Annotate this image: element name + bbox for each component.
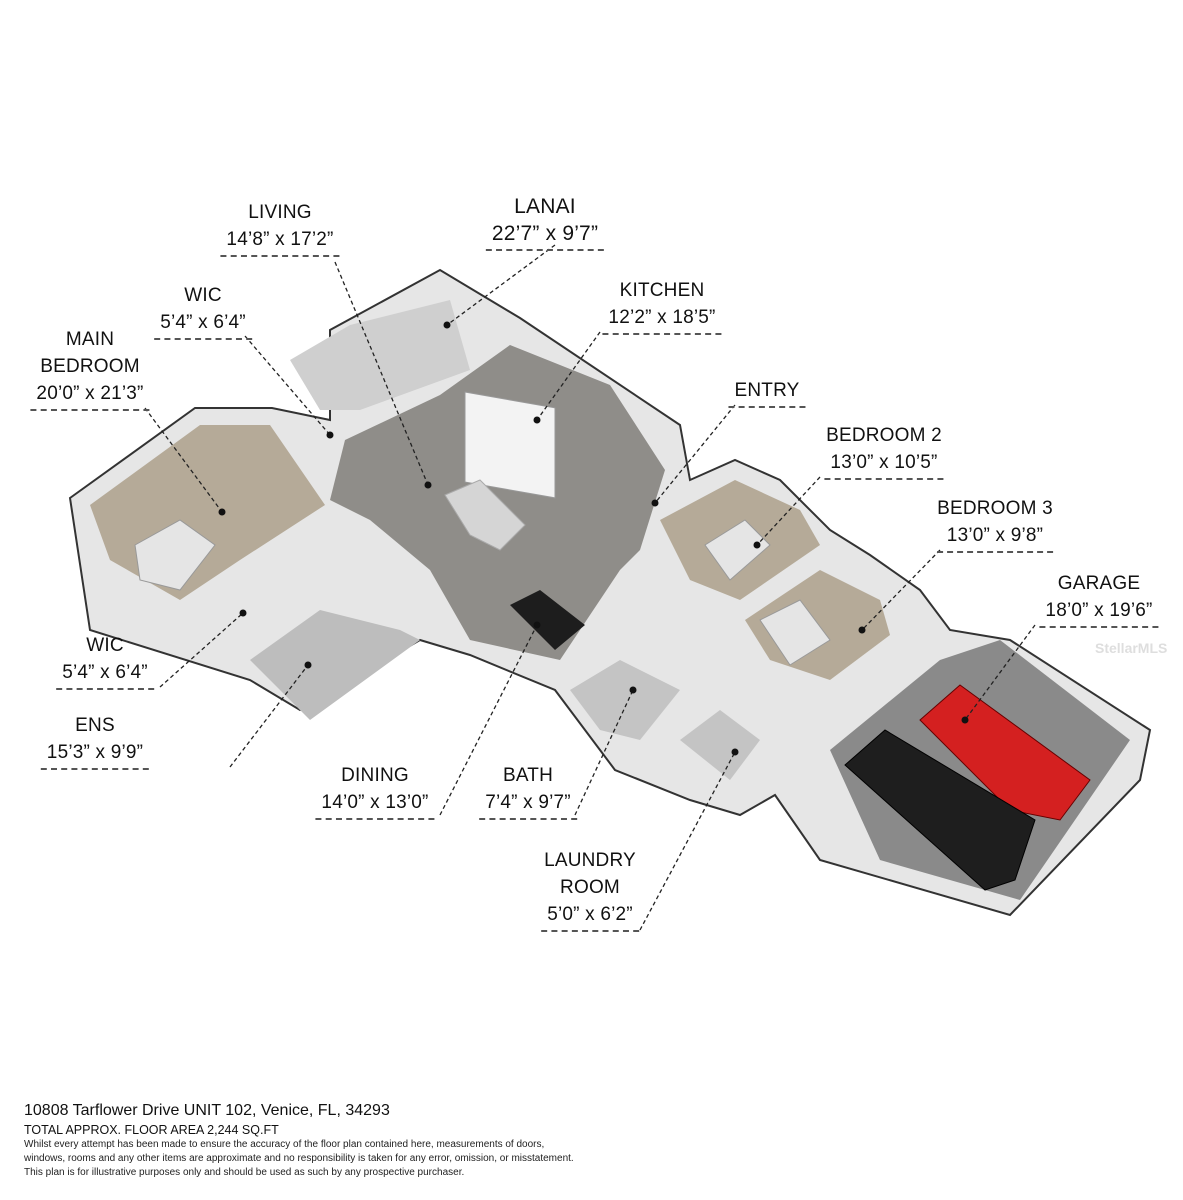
room-markers <box>218 321 969 756</box>
disclaimer-line: windows, rooms and any other items are a… <box>24 1153 574 1164</box>
leader-lines <box>144 244 1036 931</box>
laundry-floor <box>680 710 760 780</box>
room-name: LIVING <box>248 202 312 223</box>
room-name: WIC <box>86 635 124 656</box>
room-dimensions: 12’2” x 18’5” <box>602 304 722 335</box>
room-dimensions: 14’0” x 13’0” <box>315 789 435 820</box>
room-label-bedroom-3: BEDROOM 3 13’0” x 9’8” <box>937 495 1053 553</box>
room-dimensions: 13’0” x 10’5” <box>824 449 944 480</box>
room-dimensions: 5’0” x 6’2” <box>541 901 639 932</box>
room-name: ENS <box>75 715 115 736</box>
room-dimensions: 5’4” x 6’4” <box>56 659 154 690</box>
bath-floor <box>570 660 680 740</box>
room-label-entry: ENTRY <box>728 377 806 408</box>
room-name: WIC <box>184 285 222 306</box>
property-address: 10808 Tarflower Drive UNIT 102, Venice, … <box>24 1102 390 1119</box>
room-label-main-bedroom: MAIN BEDROOM 20’0” x 21’3” <box>30 326 150 411</box>
bedroom-3-bed <box>759 599 831 666</box>
room-label-dining: DINING 14’0” x 13’0” <box>315 762 435 820</box>
room-dimensions: 18’0” x 19’6” <box>1039 597 1159 628</box>
room-name: GARAGE <box>1057 573 1141 594</box>
disclaimer-line: This plan is for illustrative purposes o… <box>24 1167 465 1178</box>
room-name: BEDROOM <box>40 356 140 377</box>
room-name: LAUNDRY <box>544 850 636 871</box>
room-dimensions: 5’4” x 6’4” <box>154 309 252 340</box>
room-dimensions: 14’8” x 17’2” <box>220 226 340 257</box>
room-name: KITCHEN <box>619 280 705 301</box>
room-label-bedroom-2: BEDROOM 2 13’0” x 10’5” <box>824 422 944 480</box>
room-name: DINING <box>341 765 409 786</box>
room-dimensions: 22’7” x 9’7” <box>485 220 605 251</box>
bedroom-2-bed <box>704 519 771 581</box>
room-name: LANAI <box>514 195 576 218</box>
footer: 10808 Tarflower Drive UNIT 102, Venice, … <box>24 1100 574 1180</box>
room-name: MAIN <box>65 329 115 350</box>
room-label-living: LIVING 14’8” x 17’2” <box>220 199 340 257</box>
room-dimensions: 7’4” x 9’7” <box>479 789 577 820</box>
ens-floor <box>250 610 420 720</box>
watermark: StellarMLS <box>1095 640 1168 656</box>
room-name: BATH <box>502 765 554 786</box>
room-name: ENTRY <box>728 377 806 408</box>
kitchen-island <box>464 391 556 499</box>
room-dimensions: 13’0” x 9’8” <box>937 522 1053 553</box>
dining-table <box>510 590 585 650</box>
room-name: BEDROOM 2 <box>826 425 942 446</box>
room-dimensions: 20’0” x 21’3” <box>30 380 150 411</box>
room-label-laundry-room: LAUNDRY ROOM 5’0” x 6’2” <box>541 847 639 932</box>
lanai-floor <box>290 300 470 410</box>
room-label-garage: GARAGE 18’0” x 19’6” <box>1039 570 1159 628</box>
sofa <box>444 479 526 551</box>
main-bed <box>134 519 216 591</box>
room-name: BEDROOM 3 <box>937 498 1053 519</box>
room-label-wic-lower: WIC 5’4” x 6’4” <box>56 632 154 690</box>
room-label-bath: BATH 7’4” x 9’7” <box>479 762 577 820</box>
total-floor-area: TOTAL APPROX. FLOOR AREA 2,244 SQ.FT <box>24 1123 279 1137</box>
disclaimer-line: Whilst every attempt has been made to en… <box>24 1139 545 1150</box>
room-label-kitchen: KITCHEN 12’2” x 18’5” <box>602 277 722 335</box>
room-label-ens: ENS 15’3” x 9’9” <box>40 712 150 770</box>
room-name: ROOM <box>560 877 620 898</box>
black-car <box>844 729 1036 891</box>
room-dimensions: 15’3” x 9’9” <box>40 739 150 770</box>
room-label-wic-upper: WIC 5’4” x 6’4” <box>154 282 252 340</box>
